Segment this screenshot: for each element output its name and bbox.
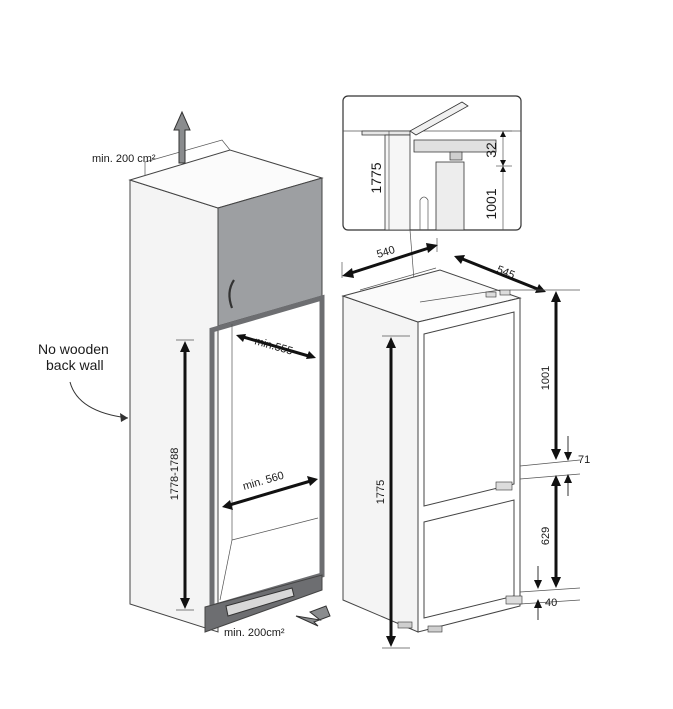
niche-height-dimension bbox=[176, 339, 194, 611]
appliance-side bbox=[342, 295, 419, 633]
bottom-40-label: 40 bbox=[545, 597, 557, 609]
height-1775-label: 1775 bbox=[375, 480, 387, 504]
no-back-wall-label-2: back wall bbox=[46, 357, 104, 373]
fridge-1001-dimension bbox=[551, 291, 561, 460]
door-handle-icon bbox=[228, 279, 235, 309]
bottom-40-dimension bbox=[534, 566, 542, 620]
height-1775-dimension bbox=[382, 335, 410, 649]
cabinet-side-panel bbox=[129, 179, 219, 633]
depth-545-dimension bbox=[454, 255, 546, 293]
no-back-wall-label-1: No wooden bbox=[38, 341, 109, 357]
min-555-dimension bbox=[236, 334, 316, 359]
top-vent-arrow-icon bbox=[173, 110, 191, 164]
top-vent-label: min. 200 cm² bbox=[92, 153, 156, 165]
kitchen-cabinet bbox=[128, 139, 325, 633]
min-555-label: min.555 bbox=[253, 335, 294, 357]
fridge-1001-label: 1001 bbox=[540, 366, 552, 390]
width-540-label: 540 bbox=[375, 244, 396, 261]
fridge-door bbox=[423, 311, 515, 507]
bottom-vent-label: min. 200cm² bbox=[224, 627, 285, 639]
width-540-dimension bbox=[341, 238, 438, 278]
freezer-629-dimension bbox=[551, 475, 561, 588]
appliance bbox=[341, 267, 523, 633]
detail-1001-label: 1001 bbox=[483, 188, 499, 219]
min-560-dimension bbox=[222, 476, 318, 510]
bottom-vent-arrow-icon bbox=[295, 605, 331, 627]
gap-71-dimension bbox=[564, 436, 572, 496]
plinth-vent bbox=[225, 587, 295, 617]
curved-arrow-icon bbox=[69, 381, 129, 419]
detail-32-label: 32 bbox=[483, 142, 499, 158]
gap-71-label: 71 bbox=[578, 454, 590, 466]
freezer-629-label: 629 bbox=[540, 527, 552, 545]
detail-inset bbox=[342, 95, 522, 231]
niche-height-label: 1778-1788 bbox=[169, 448, 181, 501]
detail-1775-label: 1775 bbox=[368, 162, 384, 193]
